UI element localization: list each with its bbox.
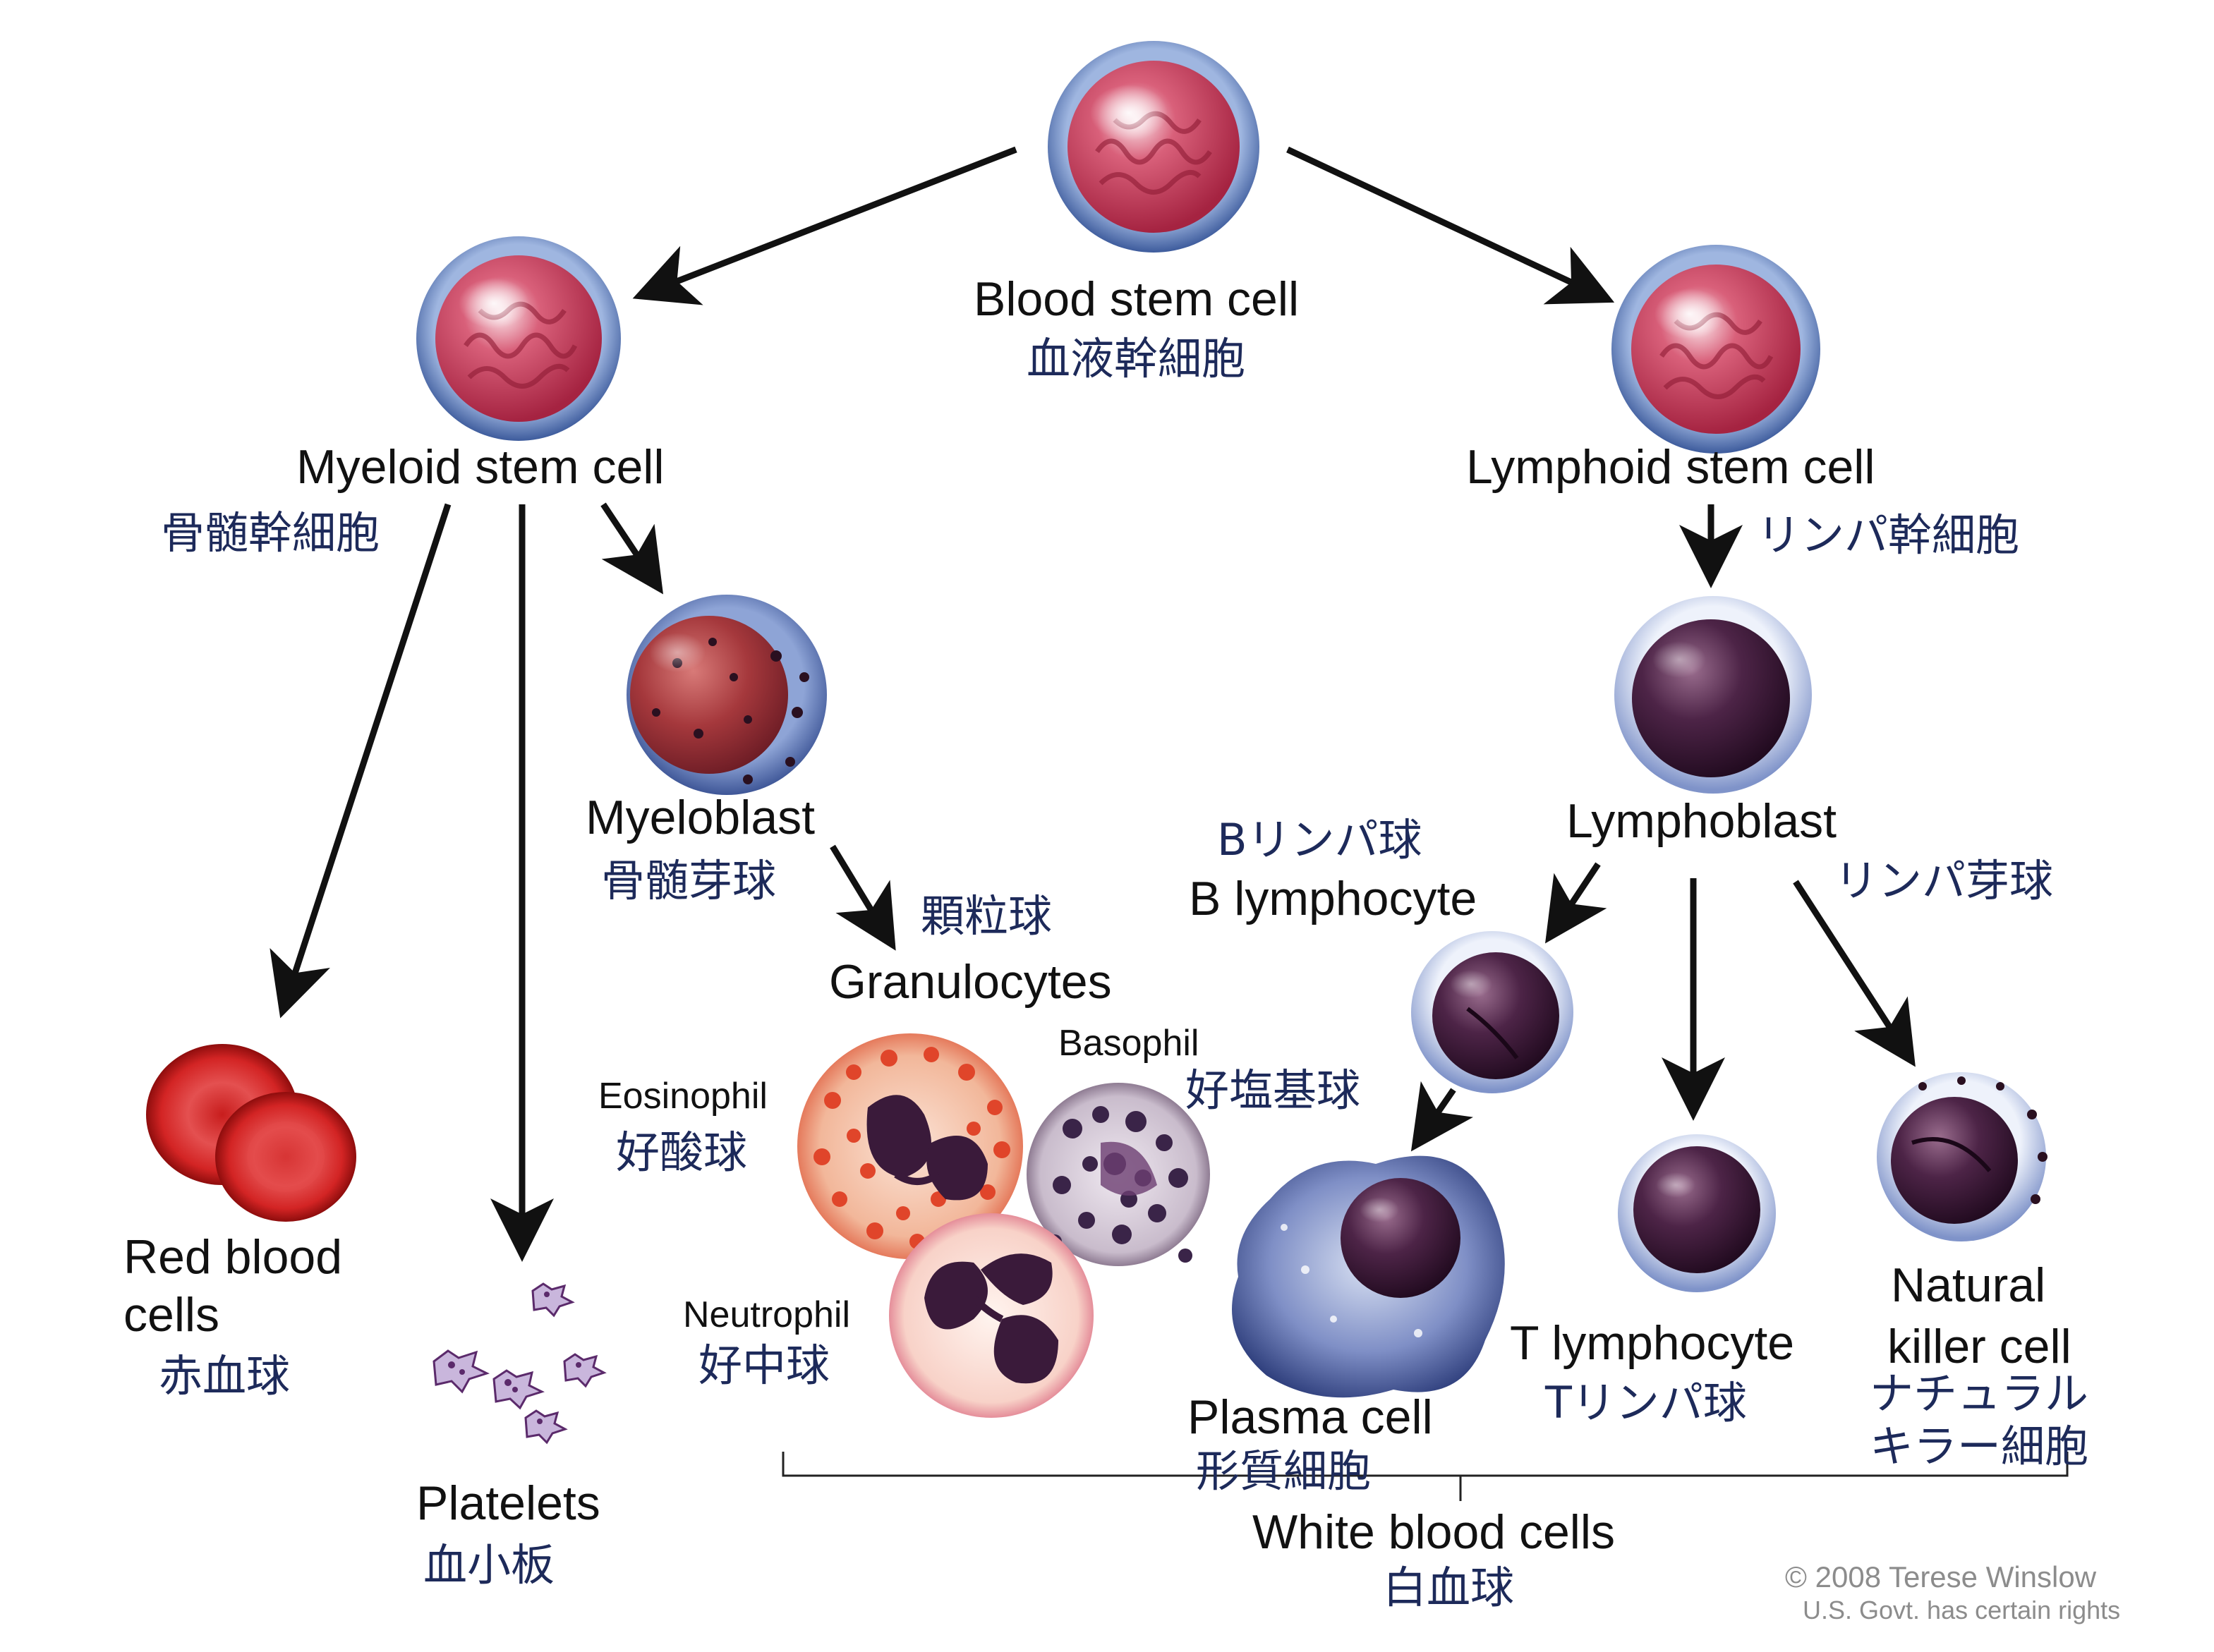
natural-killer-cell-graphic bbox=[1877, 1072, 2047, 1241]
myeloblast-label: Myeloblast bbox=[586, 791, 816, 844]
natural-killer-cell-ja-label-line2: キラー細胞 bbox=[1870, 1421, 2089, 1472]
b-lymphocyte-label: B lymphocyte bbox=[1189, 872, 1477, 925]
lymphoid-stem-cell-label: Lymphoid stem cell bbox=[1466, 440, 1875, 494]
plasma-cell-label: Plasma cell bbox=[1187, 1390, 1433, 1444]
arrow-blood-to-lymphoid bbox=[1286, 146, 1615, 305]
myeloid-stem-cell-label: Myeloid stem cell bbox=[296, 440, 665, 494]
myeloblast-graphic bbox=[627, 595, 827, 795]
natural-killer-cell-ja-label-line1: ナチュラル bbox=[1870, 1368, 2089, 1419]
white-blood-cells-label: White blood cells bbox=[1252, 1505, 1616, 1559]
arrow-myeloblast-to-granulocytes bbox=[830, 844, 896, 951]
platelets-ja-label: 血小板 bbox=[423, 1539, 555, 1591]
arrow-lymphoblast-to-nk bbox=[1793, 880, 1916, 1067]
red-blood-cells-label-line2: cells bbox=[123, 1288, 220, 1342]
basophil-graphic bbox=[1027, 1083, 1210, 1266]
granulocytes-ja-label: 顆粒球 bbox=[921, 890, 1053, 942]
lymphoid-stem-cell-ja-label: リンパ幹細胞 bbox=[1757, 509, 2020, 561]
t-lymphocyte-label: T lymphocyte bbox=[1510, 1316, 1795, 1370]
copyright-line2: U.S. Govt. has certain rights bbox=[1803, 1596, 2121, 1624]
white-blood-cells-ja-label: 白血球 bbox=[1383, 1562, 1515, 1613]
natural-killer-cell-label-line1: Natural bbox=[1891, 1258, 2046, 1312]
platelets-label: Platelets bbox=[416, 1476, 600, 1530]
red-blood-cells-label-line1: Red blood bbox=[123, 1230, 343, 1284]
b-lymphocyte-graphic bbox=[1411, 931, 1573, 1093]
lymphoblast-ja-label: リンパ芽球 bbox=[1834, 855, 2054, 906]
arrow-myeloid-to-rbc bbox=[270, 503, 452, 1019]
plasma-cell-graphic bbox=[1232, 1155, 1505, 1398]
neutrophil-label: Neutrophil bbox=[683, 1294, 851, 1335]
arrow-b-to-plasma bbox=[1410, 1081, 1473, 1152]
lymphoblast-graphic bbox=[1614, 596, 1812, 794]
t-lymphocyte-graphic bbox=[1618, 1134, 1776, 1292]
natural-killer-cell-label-line2: killer cell bbox=[1887, 1320, 2071, 1373]
copyright-line1: © 2008 Terese Winslow bbox=[1785, 1560, 2097, 1593]
blood-stem-cell-graphic bbox=[1048, 41, 1259, 253]
arrow-lymphoblast-to-b bbox=[1545, 862, 1607, 944]
red-blood-cells-ja-label: 赤血球 bbox=[159, 1350, 291, 1402]
neutrophil-graphic bbox=[889, 1213, 1094, 1418]
arrow-myeloid-to-myeloblast bbox=[600, 502, 663, 595]
basophil-label: Basophil bbox=[1058, 1023, 1199, 1064]
eosinophil-label: Eosinophil bbox=[598, 1076, 768, 1117]
red-blood-cells-graphic bbox=[146, 1044, 356, 1222]
blood-stem-cell-label: Blood stem cell bbox=[974, 272, 1300, 326]
plasma-cell-ja-label: 形質細胞 bbox=[1196, 1445, 1372, 1497]
myeloid-stem-cell-ja-label: 骨髄幹細胞 bbox=[161, 507, 380, 559]
arrows bbox=[270, 146, 1916, 1262]
myeloblast-ja-label: 骨髄芽球 bbox=[601, 855, 777, 906]
blood-stem-cell-ja-label: 血液幹細胞 bbox=[1027, 333, 1246, 384]
b-lymphocyte-ja-label: Bリンパ球 bbox=[1217, 814, 1422, 866]
granulocytes-label: Granulocytes bbox=[829, 955, 1112, 1009]
basophil-ja-label: 好塩基球 bbox=[1185, 1064, 1361, 1116]
white-blood-cells-bracket bbox=[782, 1452, 2069, 1501]
neutrophil-ja-label: 好中球 bbox=[698, 1340, 830, 1391]
platelets-graphic bbox=[432, 1282, 607, 1445]
lymphoblast-label: Lymphoblast bbox=[1566, 794, 1837, 848]
arrow-blood-to-myeloid bbox=[632, 146, 1017, 305]
eosinophil-ja-label: 好酸球 bbox=[616, 1126, 748, 1178]
lymphoid-stem-cell-graphic bbox=[1611, 245, 1820, 454]
t-lymphocyte-ja-label: Tリンパ球 bbox=[1545, 1377, 1747, 1428]
myeloid-stem-cell-graphic bbox=[416, 236, 621, 441]
